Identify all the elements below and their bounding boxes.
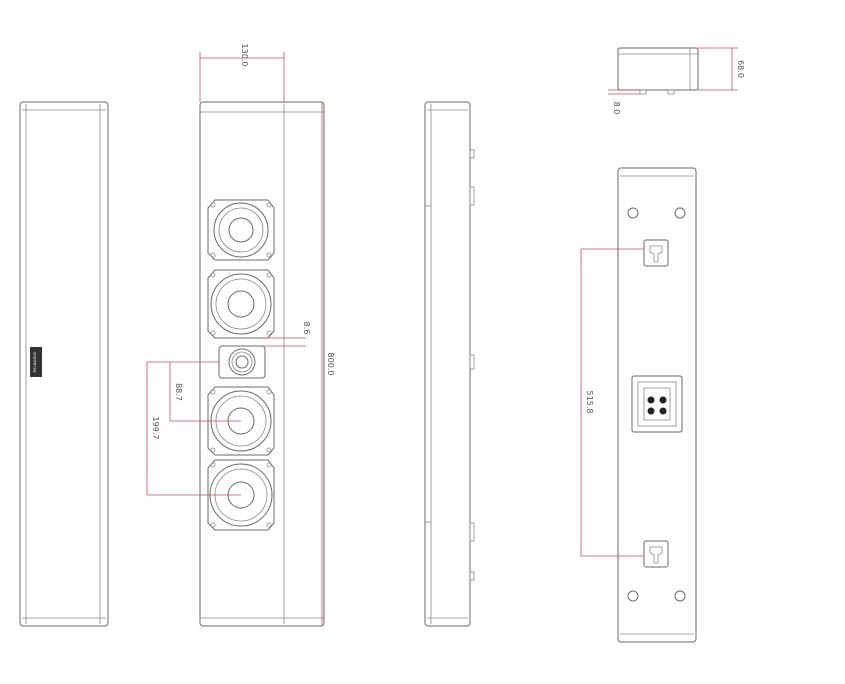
top-view: 68.0 8.0 xyxy=(608,47,745,115)
dimension-top-foot-label: 8.0 xyxy=(612,102,621,115)
dimension-woofer-offset-1: 88.7 xyxy=(169,361,241,422)
terminal-plate xyxy=(631,375,683,433)
woofer-2 xyxy=(207,269,275,339)
dimension-front-width: 130.0 xyxy=(199,44,285,102)
woofer-1 xyxy=(207,199,275,261)
rear-view: 515.8 xyxy=(580,167,697,643)
front-view: 130.0 800.0 8.6 88.7 199.7 xyxy=(146,44,335,627)
dimension-bracket-spacing: 515.8 xyxy=(580,248,644,557)
dimension-top-depth: 68.0 xyxy=(698,47,745,91)
dimension-woofer-offset-2-label: 199.7 xyxy=(151,417,160,440)
mounting-bracket-top xyxy=(643,239,669,267)
brand-badge: MELBAUDIO xyxy=(30,347,42,377)
dimension-woofer-offset-1-label: 88.7 xyxy=(174,383,183,401)
dimension-top-depth-label: 68.0 xyxy=(736,60,745,78)
dimension-total-height-label: 800.0 xyxy=(326,353,335,376)
dimension-front-width-label: 130.0 xyxy=(240,44,249,67)
dimension-tweeter-gap-label: 8.6 xyxy=(302,322,311,335)
dimension-bracket-spacing-label: 515.8 xyxy=(585,391,594,414)
side-view-right xyxy=(424,101,475,627)
dimension-top-foot: 8.0 xyxy=(608,89,640,115)
mounting-bracket-bottom xyxy=(643,540,669,568)
side-view-left: MELBAUDIO xyxy=(19,101,109,627)
dimension-woofer-offset-2: 199.7 xyxy=(146,361,241,496)
dimension-total-height: 800.0 xyxy=(321,102,335,626)
dimension-tweeter-gap: 8.6 xyxy=(262,322,311,347)
tweeter xyxy=(218,345,266,379)
brand-badge-text: MELBAUDIO xyxy=(33,351,37,372)
